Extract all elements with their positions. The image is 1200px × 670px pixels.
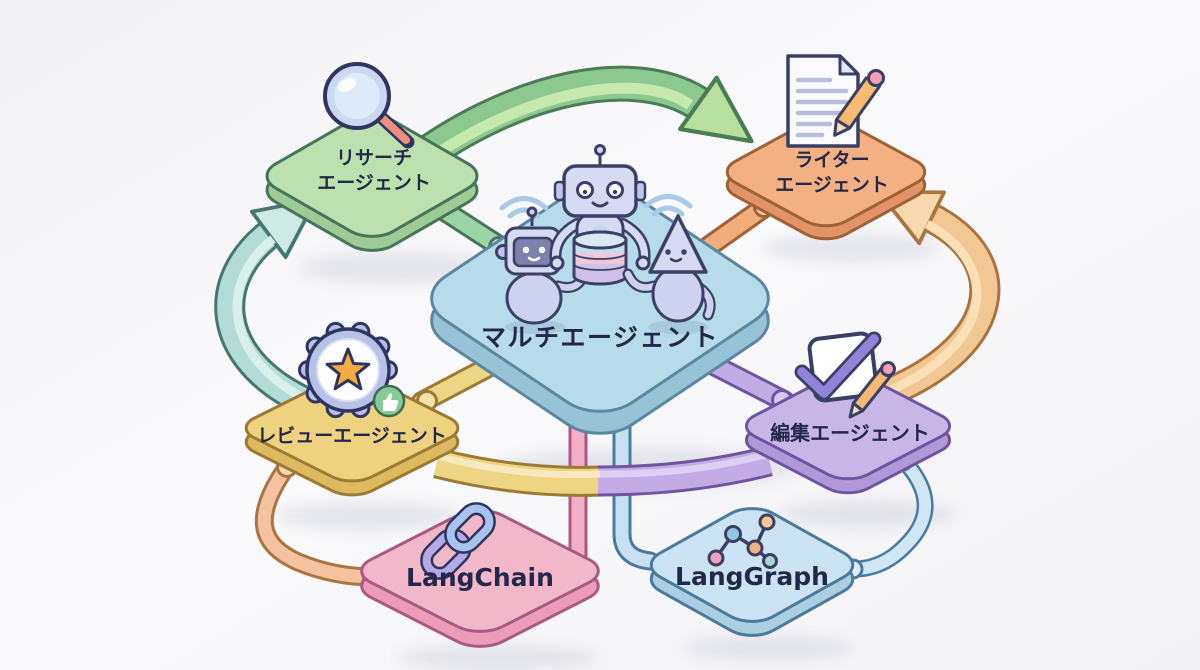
writer-label-line1: ライター xyxy=(794,149,869,171)
writer-label-line2: エージェント xyxy=(775,174,889,196)
tube-review-langchain xyxy=(254,458,384,587)
star-icon xyxy=(325,347,371,391)
langchain-label: LangChain xyxy=(406,563,554,592)
robot-cone-icon xyxy=(622,214,716,323)
node-langgraph: LangGraph xyxy=(639,502,865,643)
checkbox-pencil-icon xyxy=(794,331,896,419)
document-pencil-icon xyxy=(786,54,885,148)
node-review-agent: レビューエージェント xyxy=(235,321,470,500)
star-badge-thumbsup-icon xyxy=(298,321,406,419)
robots-collaboration-icon xyxy=(495,144,716,334)
node-writer-agent: ライター エージェント xyxy=(716,54,937,245)
node-multi-agent: マルチエージェント xyxy=(413,144,788,447)
langchain-node-face xyxy=(348,504,611,638)
research-label-line1: リサーチ xyxy=(336,147,412,169)
langgraph-node-face xyxy=(639,502,865,629)
database-icon xyxy=(572,230,628,286)
arrow-review-to-research xyxy=(214,197,318,417)
chain-link-icon xyxy=(420,502,496,580)
research-node-face xyxy=(255,109,490,244)
multi-agent-label: マルチエージェント xyxy=(481,323,719,352)
arrow-editor-to-writer xyxy=(865,190,1001,413)
graph-network-icon xyxy=(707,513,778,569)
editor-label: 編集エージェント xyxy=(770,421,930,445)
node-editor-agent: 編集エージェント xyxy=(735,331,961,498)
research-label-line2: エージェント xyxy=(317,172,431,194)
bar-review-editor xyxy=(433,445,773,497)
node-research-agent: リサーチ エージェント xyxy=(255,62,490,257)
review-label: レビューエージェント xyxy=(257,425,447,447)
robot-main-icon xyxy=(549,144,651,286)
tube-center-langgraph xyxy=(612,416,660,571)
editor-node-face xyxy=(735,367,961,485)
node-langchain: LangChain xyxy=(348,502,611,653)
writer-node-face xyxy=(716,112,937,232)
magnifier-icon xyxy=(323,62,415,149)
tube-editor-langgraph xyxy=(845,451,934,578)
robot-square-icon xyxy=(495,206,590,325)
langgraph-label: LangGraph xyxy=(675,562,829,591)
